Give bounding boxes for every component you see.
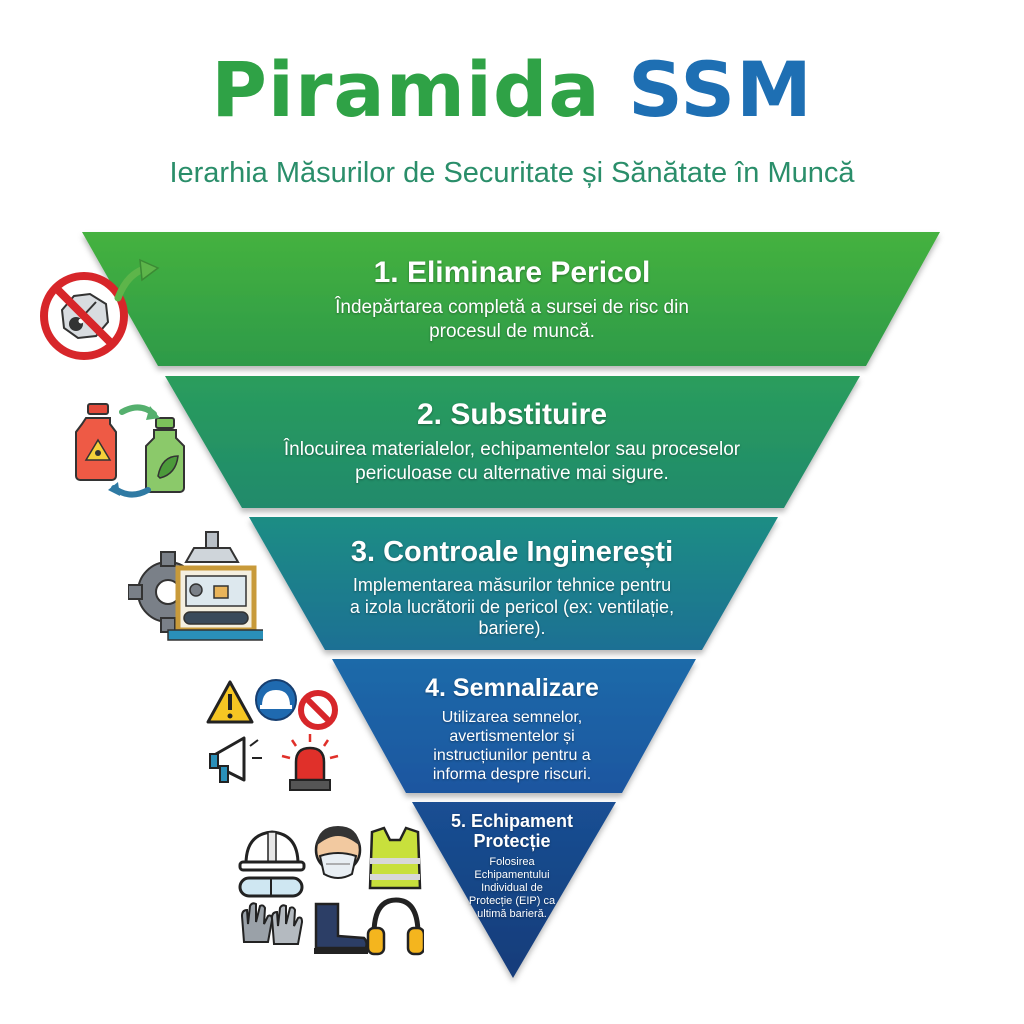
engineering-controls-icon — [128, 528, 263, 646]
safety-boot-icon — [314, 902, 368, 954]
level-4: 4. Semnalizare Utilizarea semnelor, aver… — [0, 674, 1024, 785]
title-part-2: SSM — [628, 45, 813, 134]
gloves-icon — [240, 902, 304, 945]
level-3-description: Implementarea măsurilor tehnice pentru a… — [349, 575, 675, 639]
level-5-band — [412, 802, 616, 978]
no-hazard-icon — [36, 258, 161, 363]
level-5-description: Folosirea Echipamentului Individual de P… — [468, 855, 556, 921]
beacon-light-icon — [281, 734, 339, 791]
signage-icon — [204, 676, 344, 796]
level-2: 2. Substituire Înlocuirea materialelor, … — [0, 398, 1024, 486]
level-1-heading: 1. Eliminare Pericol — [373, 256, 651, 289]
substitution-bottles-icon — [70, 398, 195, 503]
level-5-heading: 5. Echipament Protecție — [450, 811, 574, 851]
level-2-band — [165, 376, 860, 508]
hard-hat-icon — [238, 830, 306, 872]
level-4-description: Utilizarea semnelor, avertismentelor și … — [432, 709, 592, 783]
safety-goggles-icon — [238, 876, 304, 898]
level-1: 1. Eliminare Pericol Îndepărtarea comple… — [0, 256, 1024, 344]
level-1-description: Îndepărtarea completă a sursei de risc d… — [335, 297, 689, 342]
level-5: 5. Echipament Protecție Folosirea Echipa… — [0, 811, 1024, 922]
page-title: Piramida SSM — [0, 52, 1024, 128]
level-2-heading: 2. Substituire — [416, 398, 608, 431]
ear-protection-icon — [366, 897, 424, 956]
level-2-description: Înlocuirea materialelor, echipamentelor … — [283, 439, 741, 484]
respirator-mask-icon — [314, 826, 362, 879]
level-4-band — [332, 659, 696, 793]
safety-vest-icon — [368, 826, 422, 890]
level-1-band — [82, 232, 940, 366]
ppe-icon — [234, 824, 424, 964]
title-part-1: Piramida — [211, 45, 601, 134]
level-3: 3. Controale Inginerești Implementarea m… — [0, 536, 1024, 640]
level-4-heading: 4. Semnalizare — [425, 674, 599, 702]
page-subtitle: Ierarhia Măsurilor de Securitate și Sănă… — [169, 157, 855, 189]
level-3-heading: 3. Controale Inginerești — [350, 536, 674, 568]
level-3-band — [249, 517, 778, 650]
megaphone-icon — [209, 736, 262, 783]
